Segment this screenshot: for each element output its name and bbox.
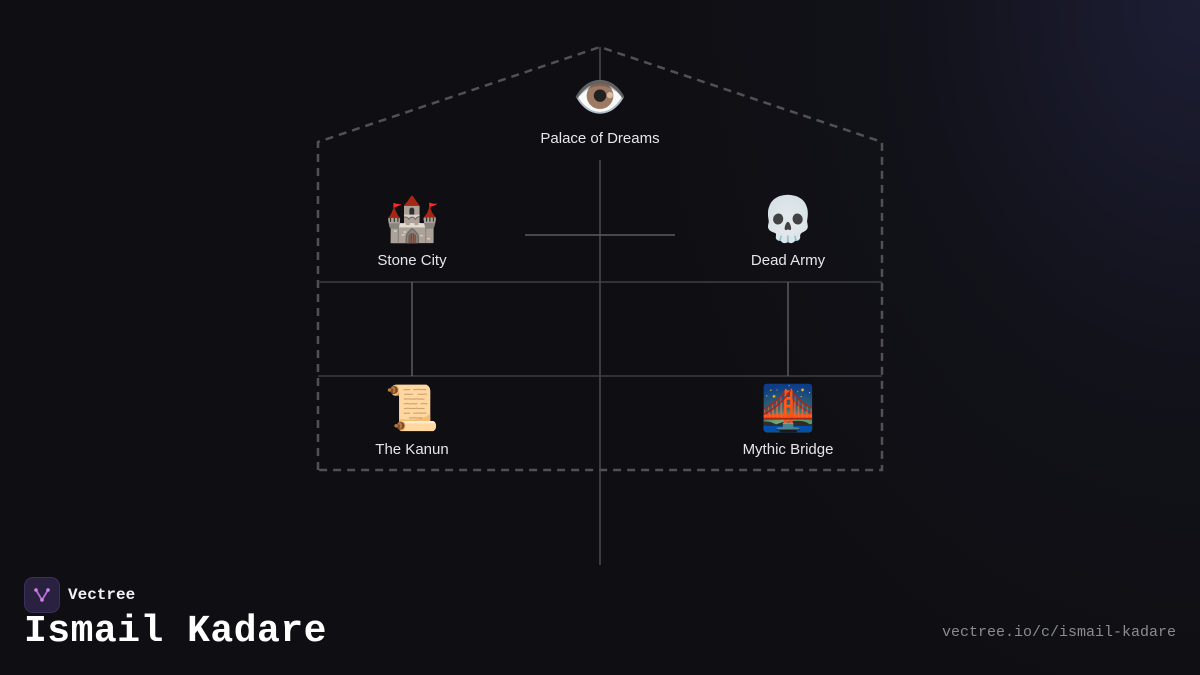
eye-icon: 👁️	[572, 72, 628, 123]
node-stone-city[interactable]: 🏰 Stone City	[322, 194, 502, 269]
node-palace-of-dreams[interactable]: 👁️ Palace of Dreams	[510, 72, 690, 147]
castle-icon: 🏰	[384, 194, 440, 245]
scroll-icon: 📜	[384, 383, 440, 434]
node-label: Dead Army	[750, 252, 826, 269]
node-the-kanun[interactable]: 📜 The Kanun	[322, 383, 502, 458]
bridge-icon: 🌉	[760, 383, 816, 434]
house-outline	[316, 45, 884, 472]
page-title: Ismail Kadare	[24, 610, 327, 653]
node-dead-army[interactable]: 💀 Dead Army	[698, 194, 878, 269]
node-label: Palace of Dreams	[540, 130, 660, 147]
brand-name: Vectree	[68, 586, 136, 604]
vectree-logo-icon	[24, 577, 60, 613]
node-mythic-bridge[interactable]: 🌉 Mythic Bridge	[698, 383, 878, 458]
skull-icon: 💀	[760, 194, 816, 245]
node-label: Mythic Bridge	[742, 441, 834, 458]
page-url[interactable]: vectree.io/c/ismail-kadare	[941, 624, 1176, 641]
node-label: The Kanun	[375, 441, 449, 458]
brand[interactable]: Vectree	[24, 577, 135, 613]
node-label: Stone City	[377, 252, 447, 269]
